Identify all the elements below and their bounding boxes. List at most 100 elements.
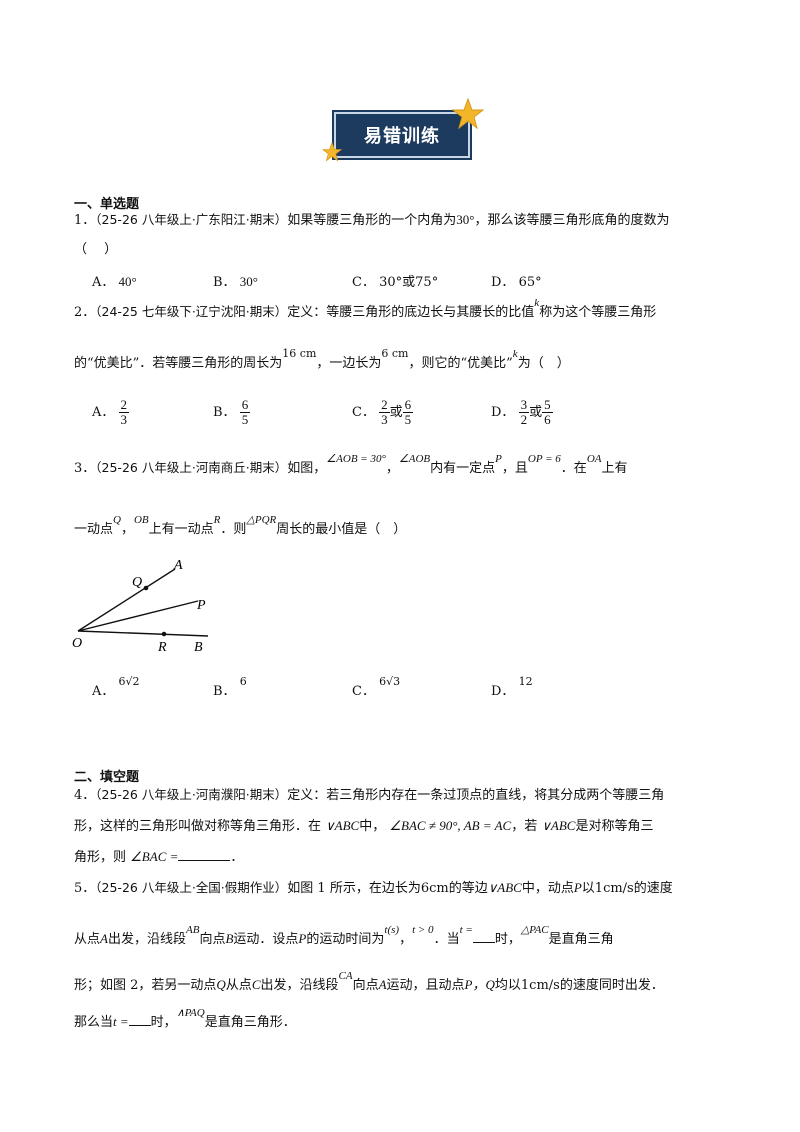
answer-blank[interactable] xyxy=(472,942,495,943)
option-d[interactable]: D． 65° xyxy=(491,271,542,290)
question-text: ，一边长为 xyxy=(316,356,382,371)
question-text: ，则它的“优美比” xyxy=(408,356,513,371)
question-source: （25-26 八年级上·河南濮阳·期末） xyxy=(95,787,288,802)
option-value: 65° xyxy=(518,275,542,290)
question-text: 是直角三角 xyxy=(548,932,614,947)
math-variable: k xyxy=(534,297,540,309)
banner-box: 易错训练 xyxy=(334,112,470,158)
option-or: 或 xyxy=(529,405,543,420)
label-r: R xyxy=(157,640,167,655)
ray-op xyxy=(77,600,199,632)
math-expression: t = xyxy=(459,924,473,936)
math-variable: AB xyxy=(185,924,200,936)
question-text: ， xyxy=(385,461,399,476)
question-1-line-2: （ ） xyxy=(74,241,117,259)
question-5-line-3: 形；如图 2，若另一动点Q从点C出发，沿线段CA向点A运动，且动点P，Q均以1c… xyxy=(74,970,664,995)
question-4-line-1: 4．（25-26 八年级上·河南濮阳·期末）定义：若三角形内存在一条过顶点的直线… xyxy=(74,786,664,805)
question-text: 上有 xyxy=(601,461,628,476)
question-source: （25-26 八年级上·河南商丘·期末） xyxy=(95,460,288,475)
denominator: 2 xyxy=(520,412,528,427)
option-d[interactable]: D． 12 xyxy=(491,675,533,699)
option-label: A． xyxy=(92,684,115,699)
option-c[interactable]: C． 6√3 xyxy=(352,675,400,699)
answer-blank[interactable] xyxy=(128,1025,151,1026)
question-text: ，且 xyxy=(501,461,528,476)
question-text: 上有一动点 xyxy=(148,522,214,537)
star-icon xyxy=(452,98,484,130)
math-variable: B xyxy=(225,931,234,946)
question-text: 称为这个等腰三角形 xyxy=(539,305,657,320)
option-value: 30° xyxy=(379,275,403,290)
question-text: 均以 xyxy=(494,978,521,993)
question-number: 2． xyxy=(74,305,96,320)
question-2-line-2: 的“优美比”．若等腰三角形的周长为16 cm，一边长为6 cm，则它的“优美比”… xyxy=(74,347,570,373)
question-text: 形；如图 2，若另一动点 xyxy=(74,978,217,993)
question-5-line-4: 那么当t =时，∧PAQ是直角三角形． xyxy=(74,1007,296,1032)
option-label: D． xyxy=(491,275,515,290)
star-icon xyxy=(322,142,342,162)
math-variable: Q xyxy=(216,977,226,992)
denominator: 6 xyxy=(544,412,551,427)
label-p: P xyxy=(196,598,206,613)
option-or: 或 xyxy=(402,275,416,290)
question-text: 中，动点 xyxy=(521,881,574,896)
math-expression: ∨ABC xyxy=(487,880,522,895)
answer-blank[interactable] xyxy=(178,860,231,861)
denominator: 5 xyxy=(241,412,249,427)
option-b[interactable]: B． 6 xyxy=(213,675,247,699)
option-value: 40° xyxy=(118,274,137,289)
question-number: 4． xyxy=(74,788,96,803)
question-text: 的等边 xyxy=(448,881,488,896)
question-text: ， xyxy=(120,522,134,537)
question-text: 周长的最小值是（ ） xyxy=(276,522,407,537)
math-variable: P，Q xyxy=(464,977,495,992)
question-3-line-2: 一动点Q，OB上有一动点R．则△PQR周长的最小值是（ ） xyxy=(74,514,407,539)
math-angle: 30° xyxy=(456,212,475,227)
option-a[interactable]: A． 40° xyxy=(92,271,137,290)
math-expression: ∨ABC xyxy=(541,818,576,833)
question-text: ．则 xyxy=(220,522,247,537)
section-heading-single-choice: 一、单选题 xyxy=(74,197,140,212)
question-text: 定义：等腰三角形的底边长与其腰长的比值 xyxy=(287,305,535,320)
question-text: ，那么该等腰三角形底角的度数为 xyxy=(474,213,670,228)
question-text: ． xyxy=(230,850,244,865)
angle-figure: A Q P O R B xyxy=(72,558,209,655)
option-a[interactable]: A． 6√2 xyxy=(92,675,140,699)
option-value: 6√2 xyxy=(118,675,140,688)
label-a: A xyxy=(173,558,183,573)
question-2-line-1: 2．（24-25 七年级下·辽宁沈阳·期末）定义：等腰三角形的底边长与其腰长的比… xyxy=(74,297,657,322)
option-label: A． xyxy=(92,275,115,290)
denominator: 5 xyxy=(404,412,412,427)
math-expression: ∨ABC xyxy=(325,818,360,833)
option-value: 6√3 xyxy=(379,675,401,688)
numerator: 5 xyxy=(542,397,553,413)
answer-paren: （ ） xyxy=(74,242,118,257)
question-1-line-1: 1．（25-26 八年级上·广东阳江·期末）如果等腰三角形的一个内角为30°，那… xyxy=(74,211,670,230)
label-o: O xyxy=(72,636,82,651)
question-number: 5． xyxy=(74,881,96,896)
math-expression: ∠AOB xyxy=(398,453,431,465)
banner-title: 易错训练 xyxy=(364,126,440,147)
option-b[interactable]: B． 30° xyxy=(213,271,258,290)
option-label: B． xyxy=(213,405,236,420)
option-c[interactable]: C． 30°或75° xyxy=(352,271,438,290)
math-expression: ∠BAC ≠ 90°, AB = AC xyxy=(389,818,512,833)
math-expression: ∧PAQ xyxy=(176,1007,205,1019)
math-variable: k xyxy=(512,348,518,360)
math-expression: t(s) xyxy=(384,924,400,936)
math-expression: △PQR xyxy=(246,514,277,526)
math-value: 1cm/s xyxy=(594,881,634,896)
option-label: A． xyxy=(92,405,115,420)
question-text: 定义：若三角形内存在一条过顶点的直线，将其分成两个等腰三角 xyxy=(287,788,665,803)
math-value: 1cm/s xyxy=(520,978,560,993)
question-4-line-2: 形，这样的三角形叫做对称等角三角形．在 ∨ABC中， ∠BAC ≠ 90°, A… xyxy=(74,817,653,836)
